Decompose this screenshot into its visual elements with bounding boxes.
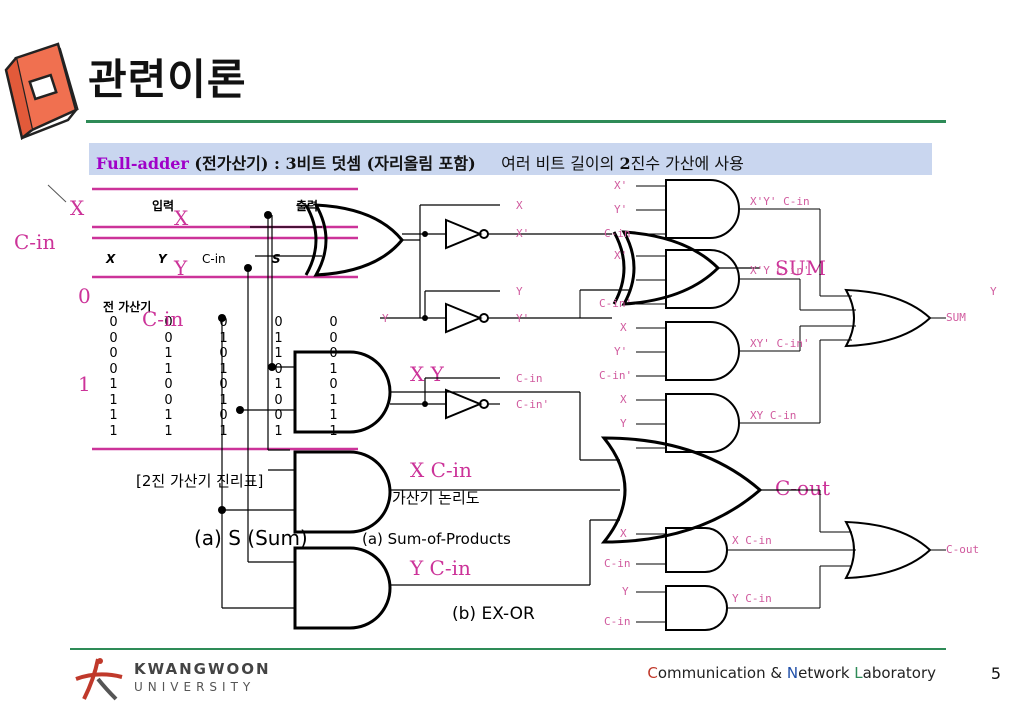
sop-g4-out: XY C-in (750, 409, 797, 422)
exor-caption: (b) EX-OR (452, 604, 535, 624)
book-icon (4, 42, 79, 140)
bg-label-x: X (70, 196, 85, 220)
sop-g3-in3: C-in' (599, 369, 633, 382)
bg-label-ycin: Y C-in (410, 556, 471, 580)
sop-g4-in1: X (620, 393, 627, 406)
inverter-wires (380, 204, 612, 405)
sum-caption: (a) S (Sum) (194, 526, 308, 550)
bg-label-sum: SUM (775, 256, 827, 280)
sop-sum-out: SUM (946, 311, 966, 324)
truth-col-x: X (106, 252, 116, 266)
sop-g3-in2: Y' (614, 345, 628, 358)
sop-caption: (a) Sum-of-Products (362, 530, 511, 548)
footer-divider (70, 648, 946, 650)
title-divider (86, 120, 946, 123)
sop-g1-in3: C-in (604, 227, 631, 240)
wire-label-y: Y (516, 285, 523, 298)
junction-dots (218, 211, 428, 514)
sop-y-edge: Y (990, 285, 997, 298)
sop-g3-in1: X (620, 321, 627, 334)
or-gate-cout (600, 436, 763, 544)
sop-g1-in1: X' (614, 179, 628, 192)
and-gates-left (293, 350, 392, 630)
bg-label-zero: 0 (78, 284, 91, 308)
logic-circuit (218, 179, 946, 631)
wire-label-xp: X' (516, 227, 530, 240)
banner-text: Full-adder (전가산기) : 3비트 덧셈 (자리올림 포함) 여러 … (96, 154, 744, 173)
and-outputs (390, 391, 620, 586)
truth-col-s: S (272, 252, 281, 266)
bg-label-one: 1 (78, 372, 91, 396)
bg-label-y2: Y (174, 256, 188, 280)
sop-c2-out: X C-in (732, 534, 772, 547)
logic-diagram-caption: 가산기 논리도 (392, 489, 480, 507)
lab-name: Communication & Network Laboratory (647, 664, 936, 682)
xor-gate-1 (304, 203, 404, 277)
sop-g1-in2: Y' (614, 203, 628, 216)
bg-label-cin: C-in (14, 230, 56, 254)
definition-banner (89, 143, 932, 175)
and-gates-sop (665, 179, 740, 631)
sop-g1-out: X'Y' C-in (750, 195, 810, 208)
sop-input-wires (636, 185, 946, 623)
bg-label-xcin: X C-in (410, 458, 472, 482)
sop-c3-in2: C-in (604, 615, 631, 628)
university-sub: UNIVERSITY (134, 680, 256, 694)
wire-label-cinp: C-in' (516, 398, 550, 411)
sop-c3-out: Y C-in (732, 592, 772, 605)
truth-col-cin: C-in (202, 252, 226, 266)
or-gates-right (844, 288, 932, 580)
wire-label-y-in: Y (382, 312, 389, 325)
wire-label-cin: C-in (516, 372, 543, 385)
university-logo-icon (75, 658, 123, 701)
input-buses (221, 215, 295, 609)
sop-cout-out: C-out (946, 543, 980, 556)
sop-c3-in1: Y (622, 585, 629, 598)
bg-label-xy: X Y (410, 362, 444, 386)
sop-g4-in2: Y (620, 417, 627, 430)
xor-gate-2 (612, 230, 721, 306)
university-name: KWANGWOON (134, 660, 271, 678)
bg-label-x2: X (174, 206, 189, 230)
sop-g2-out: X'Y C-in' (750, 264, 810, 277)
sop-g3-out: XY' C-in' (750, 337, 810, 350)
not-gates (445, 218, 489, 420)
truth-input-header: 입력 (152, 199, 175, 213)
wire-label-yp: Y' (516, 312, 530, 325)
sop-c2-in1: X (620, 527, 627, 540)
sop-g2-in1: X' (614, 249, 628, 262)
truth-table-caption: [2진 가산기 진리표] (136, 472, 264, 490)
sop-g2-in3: C-in' (599, 297, 633, 310)
wire-label-x: X (516, 199, 523, 212)
page-number: 5 (990, 664, 1001, 683)
truth-col-y: Y (158, 252, 167, 266)
truth-table-title: 전 가산기 (103, 300, 152, 314)
page-title: 관련이론 (88, 55, 247, 104)
bg-label-cout: C-out (775, 476, 831, 500)
sop-c2-in2: C-in (604, 557, 631, 570)
bg-label-cin2: C-in (142, 307, 184, 331)
